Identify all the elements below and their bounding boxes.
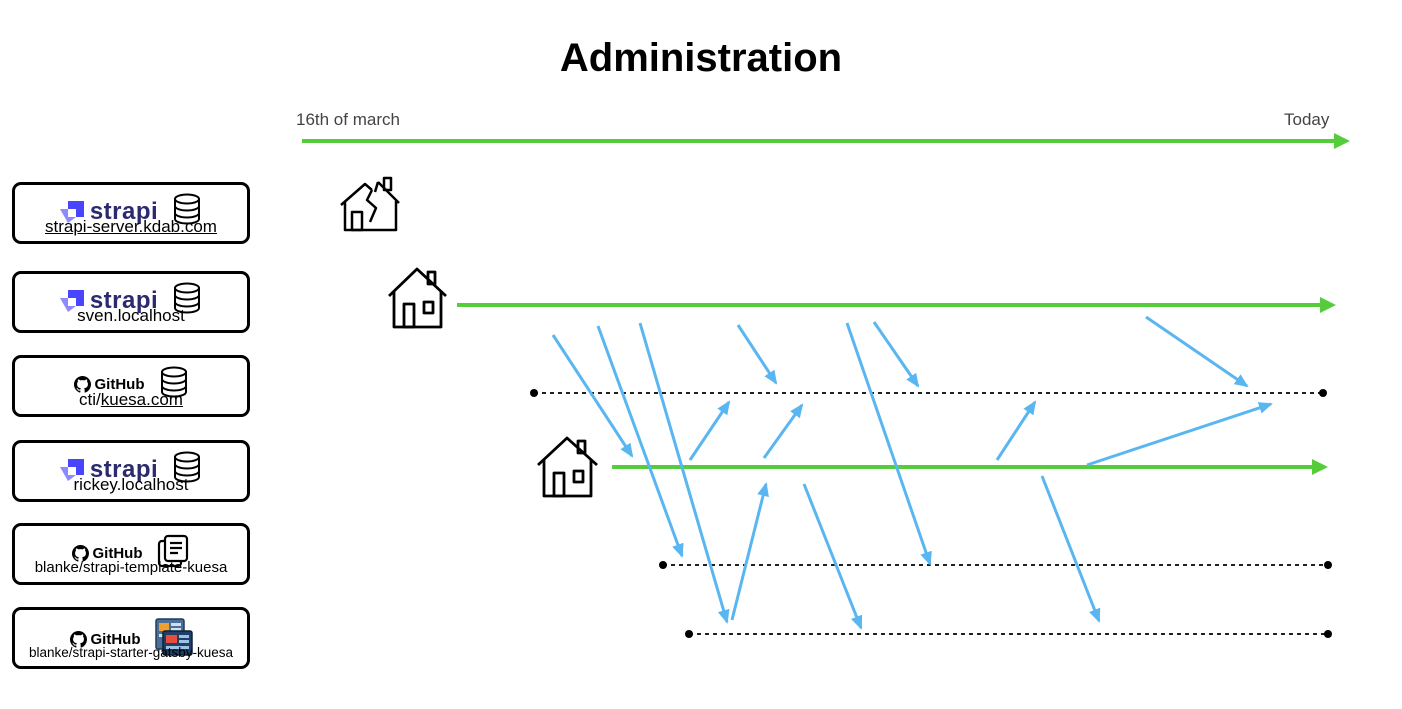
timeline-start-label: 16th of march — [296, 110, 400, 129]
github-logo-text: GitHub — [90, 631, 141, 648]
sync-arrow — [995, 400, 1037, 461]
page-title: Administration — [559, 36, 843, 80]
strapi-logo: strapi — [59, 286, 159, 315]
lane-cti-kuesa — [530, 389, 1327, 397]
node-strapi-starter-gatsby-kuesa[interactable]: GitHub blanke/strapi-starter-gatsby-kues… — [12, 607, 250, 669]
timeline-end-label: Today — [1284, 110, 1330, 129]
database-icon — [172, 193, 202, 230]
sync-arrow — [730, 482, 769, 621]
github-logo-text: GitHub — [94, 376, 145, 393]
strapi-logo: strapi — [59, 197, 159, 226]
website-icon — [154, 618, 193, 661]
sync-arrow — [762, 403, 804, 459]
sync-arrow — [1086, 402, 1273, 467]
lane-strapi-template-kuesa — [659, 561, 1332, 569]
master-timeline — [302, 133, 1350, 149]
house-icon — [388, 267, 447, 329]
node-strapi-server[interactable]: strapi strapi-server.kdab.com — [12, 182, 250, 244]
sync-arrow — [1145, 315, 1249, 388]
database-icon — [172, 282, 202, 319]
sync-arrow — [688, 400, 731, 461]
node-caption: sven.localhost — [77, 306, 185, 325]
node-sven-localhost[interactable]: strapi sven.localhost — [12, 271, 250, 333]
sync-arrows — [551, 315, 1273, 630]
database-icon — [159, 366, 189, 403]
sync-arrow — [845, 322, 932, 566]
timeline-sven — [457, 297, 1336, 313]
sync-arrow — [872, 321, 920, 388]
sync-arrow — [638, 322, 730, 624]
strapi-logo: strapi — [59, 455, 159, 484]
node-caption: blanke/strapi-starter-gatsby-kuesa — [28, 645, 234, 660]
github-icon — [73, 376, 91, 393]
strapi-mark-icon — [59, 289, 84, 312]
strapi-logo-text: strapi — [89, 286, 159, 314]
database-icon — [172, 451, 202, 488]
sync-arrow — [596, 325, 684, 558]
node-rickey-localhost[interactable]: strapi rickey.localhost — [12, 440, 250, 502]
sync-arrow — [802, 483, 863, 630]
node-caption: cti/kuesa.com — [79, 390, 183, 409]
strapi-logo-text: strapi — [89, 197, 159, 225]
timeline-rickey — [612, 459, 1328, 475]
github-logo-text: GitHub — [92, 545, 143, 562]
node-link[interactable]: kuesa.com — [100, 390, 183, 409]
node-caption: rickey.localhost — [73, 475, 189, 494]
node-strapi-template-kuesa[interactable]: GitHub blanke/strapi-template-kuesa — [12, 523, 250, 585]
node-cti-kuesa[interactable]: GitHub cti/kuesa.com — [12, 355, 250, 417]
strapi-logo-text: strapi — [89, 455, 159, 483]
node-link[interactable]: strapi-server.kdab.com — [45, 217, 217, 236]
house-icon — [537, 436, 598, 498]
sync-arrow — [1040, 475, 1101, 623]
strapi-mark-icon — [59, 458, 84, 481]
sync-arrow — [551, 334, 634, 458]
broken-house-icon — [340, 176, 400, 232]
document-icon — [157, 534, 191, 573]
github-icon — [69, 631, 87, 648]
github-logo: GitHub — [71, 545, 143, 562]
node-caption: strapi-server.kdab.com — [15, 217, 247, 237]
github-icon — [71, 545, 89, 562]
node-caption: blanke/strapi-template-kuesa — [34, 559, 228, 576]
sync-arrow — [736, 324, 778, 385]
strapi-mark-icon — [59, 200, 84, 223]
lane-strapi-starter-gatsby-kuesa — [685, 630, 1332, 638]
github-logo: GitHub — [73, 376, 145, 393]
github-logo: GitHub — [69, 631, 141, 648]
